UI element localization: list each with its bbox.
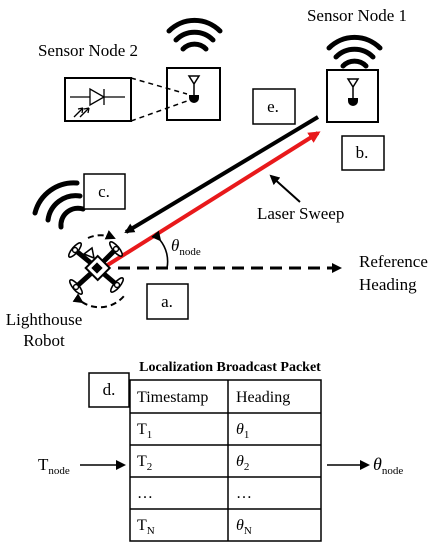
theta-node-label: θnode (171, 236, 201, 258)
table-row-2-timestamp: T2 (137, 453, 152, 473)
lighthouse-robot-label-2: Robot (23, 331, 65, 350)
callout-e: e. (252, 88, 296, 125)
antenna-photodiode-icon (346, 78, 360, 106)
table-row-1-heading: θ1 (236, 421, 249, 441)
packet-title: Localization Broadcast Packet (139, 360, 321, 375)
table-row-2-heading: θ2 (236, 453, 249, 473)
antenna-photodiode-icon (187, 75, 201, 103)
sensor-node-2-label: Sensor Node 2 (38, 41, 138, 60)
sensor-node-1: Sensor Node 1 (307, 6, 407, 123)
callout-d: d. (88, 372, 130, 408)
table-header-heading: Heading (236, 389, 290, 406)
table-row-4-heading: θN (236, 517, 252, 537)
input-t-node: Tnode (38, 455, 70, 477)
broadcast-packet-table: Timestamp Heading T1 θ1 T2 θ2 … … TN θN (129, 379, 322, 542)
svg-text:e.: e. (267, 97, 279, 116)
laser-sweep-beam (104, 131, 321, 268)
svg-text:b.: b. (356, 143, 369, 162)
reference-heading-label-2: Heading (359, 275, 417, 294)
callout-b: b. (341, 135, 385, 171)
wifi-icon (326, 34, 383, 69)
wifi-icon (32, 180, 86, 230)
wifi-icon (166, 17, 223, 52)
table-row-3-heading: … (236, 485, 252, 502)
photodiode-schematic-box (64, 77, 132, 122)
svg-text:a.: a. (161, 292, 173, 311)
sensor-node-1-label: Sensor Node 1 (307, 6, 407, 25)
lighthouse-robot-icon (67, 241, 125, 295)
laser-sweep-label: Laser Sweep (257, 204, 344, 223)
output-theta-node: θnode (373, 454, 403, 477)
table-header-timestamp: Timestamp (137, 389, 208, 406)
svg-text:d.: d. (103, 380, 116, 399)
broadcast-beam (124, 115, 320, 234)
reference-heading-label: Reference (359, 252, 428, 271)
table-row-3-timestamp: … (137, 485, 153, 502)
table-row-4-timestamp: TN (137, 517, 155, 537)
callout-c: c. (83, 173, 126, 210)
table-row-1-timestamp: T1 (137, 421, 152, 441)
callout-a: a. (146, 283, 189, 320)
sensor-node-2: Sensor Node 2 (38, 17, 223, 122)
lighthouse-robot-label: Lighthouse (6, 310, 83, 329)
photodiode-symbol-icon (70, 87, 125, 118)
svg-text:c.: c. (98, 182, 110, 201)
